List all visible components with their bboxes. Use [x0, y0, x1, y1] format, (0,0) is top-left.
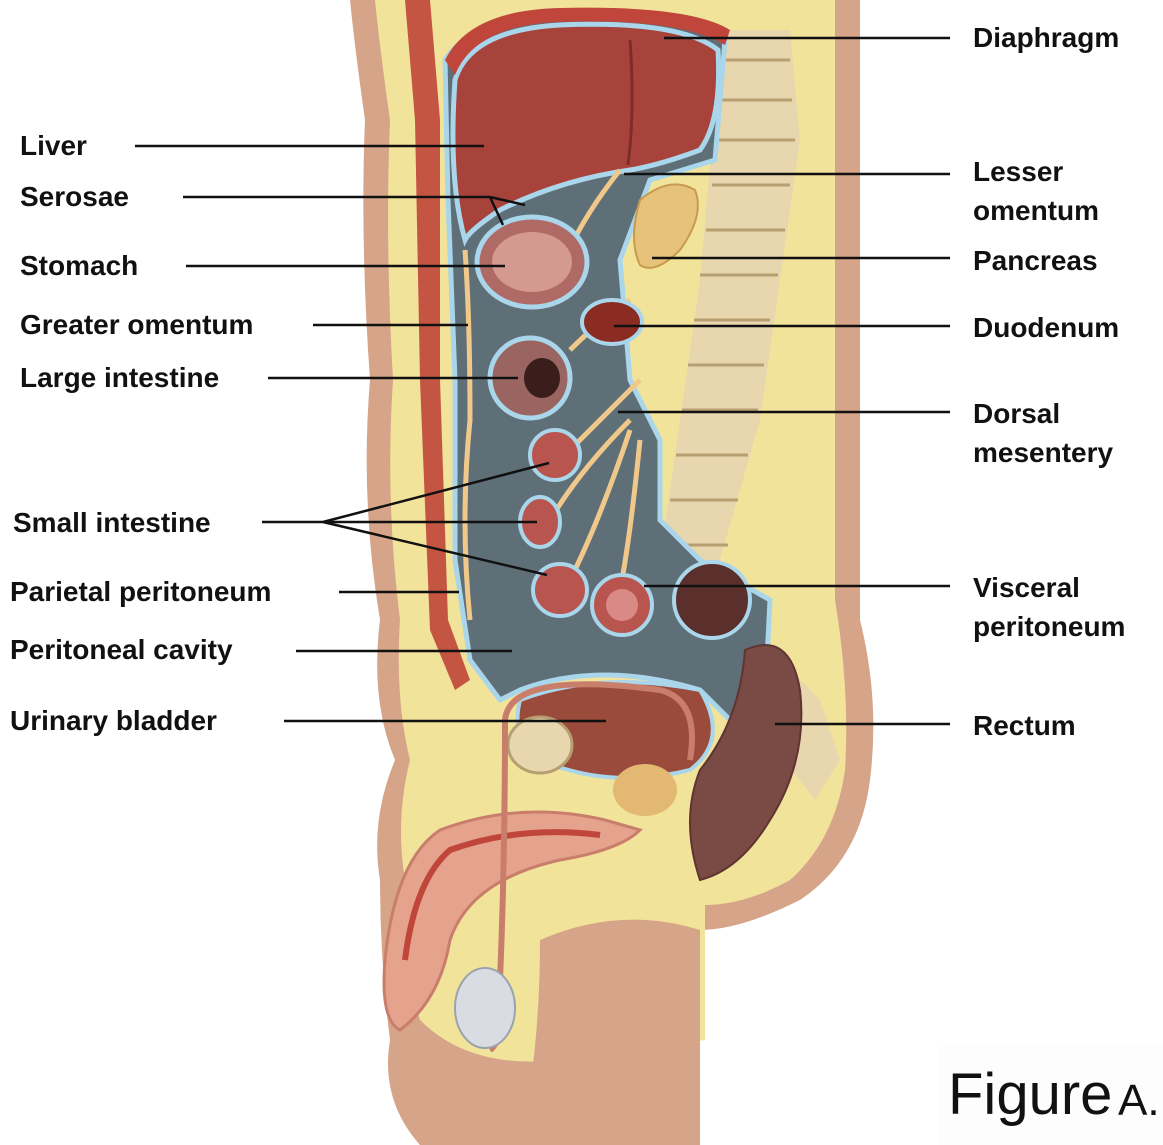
label-greater-omentum: Greater omentum: [20, 306, 253, 344]
figure-caption: Figure A.: [938, 1046, 1163, 1145]
label-visceral-peritoneum-line1: Visceral: [973, 569, 1080, 607]
duodenum: [582, 300, 642, 344]
label-dorsal-mesentery-line1: Dorsal: [973, 395, 1060, 433]
label-parietal-peritoneum: Parietal peritoneum: [10, 573, 271, 611]
label-duodenum: Duodenum: [973, 309, 1119, 347]
label-peritoneal-cavity: Peritoneal cavity: [10, 631, 233, 669]
small-intestine-loop: [533, 564, 587, 616]
pubic-bone: [508, 717, 572, 773]
figure-caption-letter: A.: [1118, 1076, 1160, 1126]
label-visceral-peritoneum-line2: peritoneum: [973, 608, 1125, 646]
figure-caption-word: Figure: [948, 1060, 1112, 1130]
label-lesser-omentum-line1: Lesser: [973, 153, 1063, 191]
label-stomach: Stomach: [20, 247, 138, 285]
label-urinary-bladder: Urinary bladder: [10, 702, 217, 740]
prostate: [613, 764, 677, 816]
thigh: [520, 920, 700, 1145]
label-large-intestine: Large intestine: [20, 359, 219, 397]
label-rectum: Rectum: [973, 707, 1076, 745]
label-diaphragm: Diaphragm: [973, 19, 1119, 57]
label-serosae: Serosae: [20, 178, 129, 216]
label-liver: Liver: [20, 127, 87, 165]
label-lesser-omentum-line2: omentum: [973, 192, 1099, 230]
sigmoid-colon: [674, 562, 750, 638]
label-small-intestine: Small intestine: [13, 504, 211, 542]
label-pancreas: Pancreas: [973, 242, 1098, 280]
testis: [455, 968, 515, 1048]
label-dorsal-mesentery-line2: mesentery: [973, 434, 1113, 472]
small-intestine-loop: [530, 430, 580, 480]
